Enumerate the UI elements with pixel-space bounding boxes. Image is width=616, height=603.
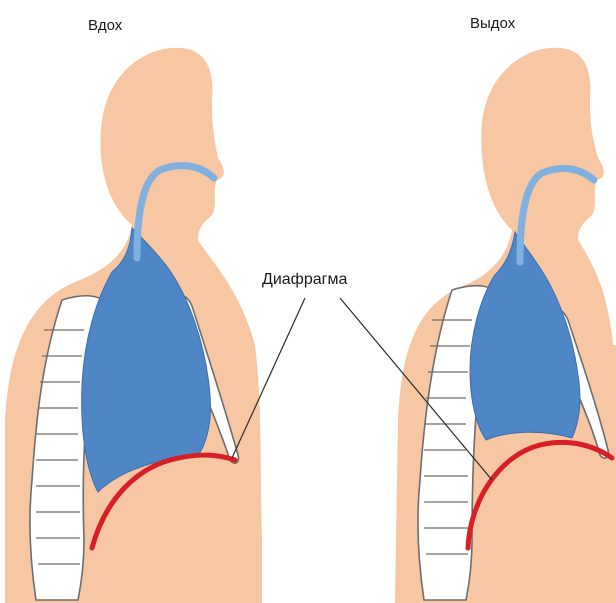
exhale-figure (395, 48, 616, 603)
diaphragm-label: Диафрагма (262, 271, 347, 288)
inhale-figure (5, 48, 262, 603)
exhale-label: Выдох (470, 15, 516, 32)
inhale-label: Вдох (88, 17, 123, 34)
